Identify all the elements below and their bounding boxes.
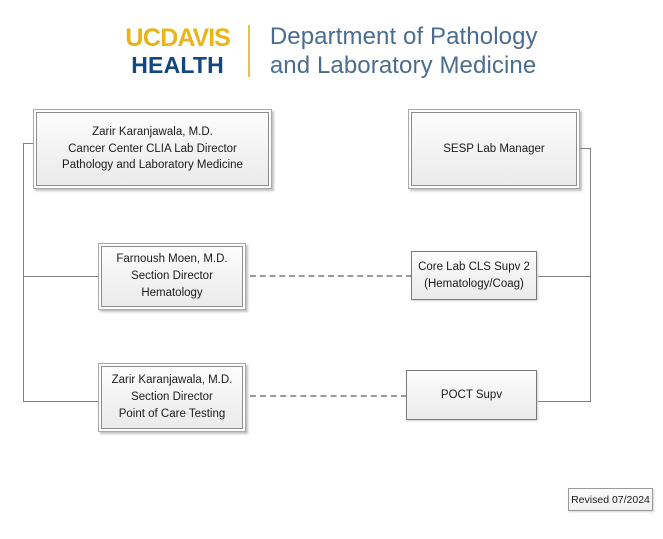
node-line-1: Zarir Karanjawala, M.D. bbox=[92, 125, 213, 138]
department-title: Department of Pathology and Laboratory M… bbox=[270, 22, 538, 81]
node-poct-supv[interactable]: POCT Supv bbox=[406, 370, 537, 420]
node-line-2: Section Director bbox=[131, 391, 213, 404]
dashed-link-hematology-to-core-lab bbox=[250, 275, 412, 277]
node-line-3: Pathology and Laboratory Medicine bbox=[62, 159, 243, 172]
logo-health-text: HEALTH bbox=[131, 51, 224, 78]
node-text: SESP Lab Manager bbox=[437, 141, 550, 158]
node-text: Farnoush Moen, M.D. Section Director Hem… bbox=[110, 251, 233, 301]
node-line-2: Section Director bbox=[131, 270, 213, 283]
node-line-1: Farnoush Moen, M.D. bbox=[116, 253, 228, 266]
node-line-1: POCT Supv bbox=[440, 388, 503, 401]
right-connector-to-core-lab-box bbox=[538, 276, 591, 277]
node-line-1: Zarir Karanjawala, M.D. bbox=[111, 374, 233, 387]
left-connector-to-poct-box bbox=[23, 401, 101, 402]
left-connector-to-top-box bbox=[23, 143, 36, 144]
node-section-director-point-of-care-testing[interactable]: Zarir Karanjawala, M.D. Section Director… bbox=[101, 366, 243, 429]
node-sesp-lab-manager[interactable]: SESP Lab Manager bbox=[411, 112, 577, 186]
logo-uc-davis-wordmark: UCDAVIS bbox=[125, 23, 231, 52]
node-line-3: Hematology bbox=[141, 286, 203, 299]
right-connector-to-poct-supv-box bbox=[538, 401, 591, 402]
node-core-lab-cls-supv-2[interactable]: Core Lab CLS Supv 2 (Hematology/Coag) bbox=[411, 251, 537, 300]
node-line-3: Point of Care Testing bbox=[118, 407, 226, 420]
department-title-line-1: Department of Pathology bbox=[269, 22, 538, 50]
logo-davis-text: DAVIS bbox=[160, 23, 231, 52]
revision-stamp-label: Revised 07/2024 bbox=[571, 493, 650, 506]
node-text: Zarir Karanjawala, M.D. Section Director… bbox=[106, 372, 239, 422]
node-text: Core Lab CLS Supv 2 (Hematology/Coag) bbox=[412, 259, 536, 292]
left-trunk-vertical-line bbox=[23, 143, 24, 401]
node-section-director-hematology[interactable]: Farnoush Moen, M.D. Section Director Hem… bbox=[101, 246, 243, 307]
dashed-link-poct-to-poct-supv bbox=[250, 395, 407, 397]
right-connector-to-sesp-box bbox=[578, 148, 591, 149]
node-line-2: (Hematology/Coag) bbox=[424, 277, 524, 290]
node-cancer-center-clia-lab-director[interactable]: Zarir Karanjawala, M.D. Cancer Center CL… bbox=[36, 112, 269, 186]
page-header: UCDAVIS HEALTH Department of Pathology a… bbox=[0, 18, 663, 84]
node-text: POCT Supv bbox=[435, 387, 508, 404]
left-connector-to-hematology-box bbox=[23, 276, 101, 277]
right-trunk-vertical-line bbox=[590, 148, 591, 401]
logo-uc-text: UC bbox=[125, 23, 161, 52]
node-line-2: Cancer Center CLIA Lab Director bbox=[68, 142, 237, 155]
uc-davis-health-logo: UCDAVIS HEALTH bbox=[125, 23, 247, 78]
header-divider bbox=[247, 25, 250, 77]
department-title-line-2: and Laboratory Medicine bbox=[269, 52, 537, 79]
node-line-1: SESP Lab Manager bbox=[443, 142, 545, 155]
revision-stamp: Revised 07/2024 bbox=[568, 488, 653, 511]
node-text: Zarir Karanjawala, M.D. Cancer Center CL… bbox=[56, 124, 249, 174]
node-line-1: Core Lab CLS Supv 2 bbox=[418, 260, 530, 273]
